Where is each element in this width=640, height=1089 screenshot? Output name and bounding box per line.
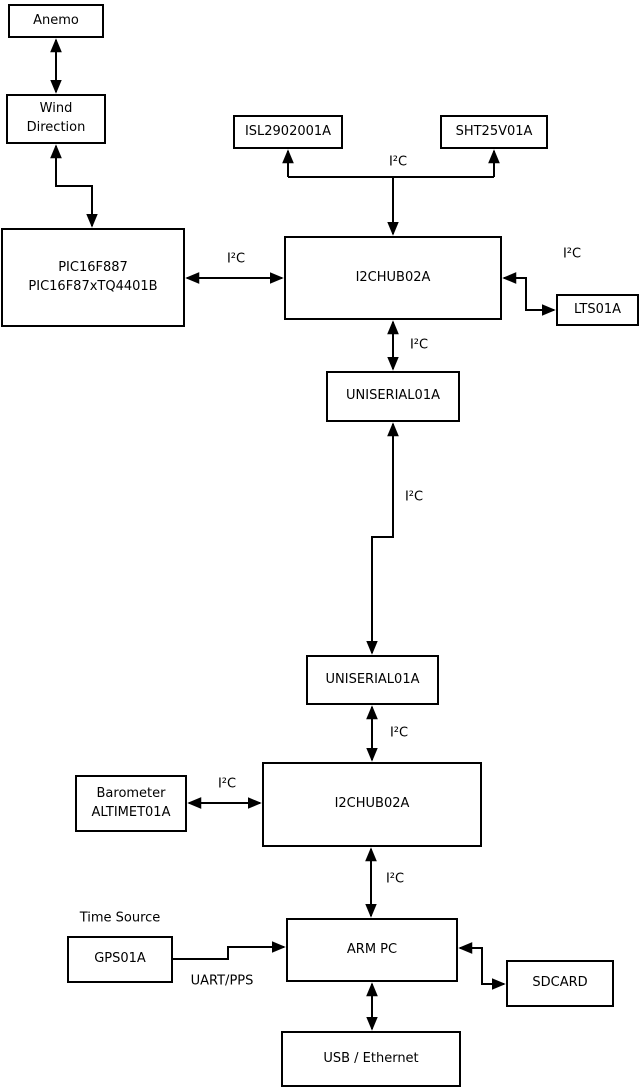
- connector-wind-pic: [50, 144, 98, 228]
- node-sht25v01a: SHT25V01A: [440, 115, 548, 149]
- node-lts01a: LTS01A: [556, 294, 639, 326]
- edge-label-i2c-pic-hub: I²C: [226, 251, 246, 267]
- node-barometer: Barometer ALTIMET01A: [75, 775, 187, 832]
- edge-label-i2c-barometer: I²C: [217, 776, 237, 792]
- edge-label-uart-pps: UART/PPS: [190, 973, 254, 989]
- node-arm-pc: ARM PC: [286, 918, 458, 982]
- connector-gps-armpc: [173, 941, 286, 960]
- node-anemo: Anemo: [8, 4, 104, 38]
- node-uniserial01a-2: UNISERIAL01A: [306, 655, 439, 705]
- edge-label-i2c-sensor-bus: I²C: [388, 154, 408, 170]
- node-gps01a: GPS01A: [67, 936, 173, 983]
- node-pic: PIC16F887 PIC16F87xTQ4401B: [1, 228, 185, 327]
- edge-label-i2c-hub1-uniserial: I²C: [409, 337, 429, 353]
- node-uniserial01a-2-label: UNISERIAL01A: [325, 671, 420, 687]
- edge-label-i2c-lts: I²C: [562, 246, 582, 262]
- node-sht25v01a-label: SHT25V01A: [455, 123, 533, 139]
- connector-hub1-lts: [502, 272, 556, 316]
- node-barometer-line1: Barometer: [96, 785, 166, 801]
- edge-label-time-source: Time Source: [79, 910, 161, 926]
- node-usb-ethernet: USB / Ethernet: [281, 1031, 461, 1087]
- node-uniserial01a-1: UNISERIAL01A: [326, 371, 460, 422]
- node-pic-line1: PIC16F887: [58, 259, 128, 275]
- edge-label-i2c-uniserial-hub2: I²C: [389, 725, 409, 741]
- node-gps01a-label: GPS01A: [94, 951, 146, 967]
- edge-label-i2c-uniserial-link: I²C: [404, 489, 424, 505]
- node-sdcard: SDCARD: [506, 960, 614, 1007]
- connector-uniserial1-uniserial2: [366, 422, 399, 655]
- node-pic-line2: PIC16F87xTQ4401B: [28, 278, 158, 294]
- node-barometer-line2: ALTIMET01A: [91, 804, 171, 820]
- node-uniserial01a-1-label: UNISERIAL01A: [346, 388, 440, 404]
- node-lts01a-label: LTS01A: [573, 301, 622, 317]
- node-anemo-label: Anemo: [33, 12, 79, 28]
- node-isl2902001a: ISL2902001A: [233, 115, 343, 149]
- node-arm-pc-label: ARM PC: [346, 941, 398, 957]
- node-i2chub02a-2-label: I2CHUB02A: [334, 796, 410, 812]
- node-i2chub02a-1-label: I2CHUB02A: [355, 269, 431, 285]
- node-usb-ethernet-label: USB / Ethernet: [323, 1050, 419, 1066]
- node-wind-direction: Wind Direction: [6, 94, 106, 144]
- node-isl2902001a-label: ISL2902001A: [244, 123, 332, 139]
- node-sdcard-label: SDCARD: [532, 975, 588, 991]
- node-wind-direction-line2: Direction: [26, 120, 86, 135]
- edge-label-i2c-hub2-arm: I²C: [385, 871, 405, 887]
- connector-armpc-sdcard: [458, 942, 506, 990]
- node-i2chub02a-1: I2CHUB02A: [284, 236, 502, 320]
- node-i2chub02a-2: I2CHUB02A: [262, 762, 482, 847]
- node-wind-direction-line1: Wind: [39, 101, 73, 117]
